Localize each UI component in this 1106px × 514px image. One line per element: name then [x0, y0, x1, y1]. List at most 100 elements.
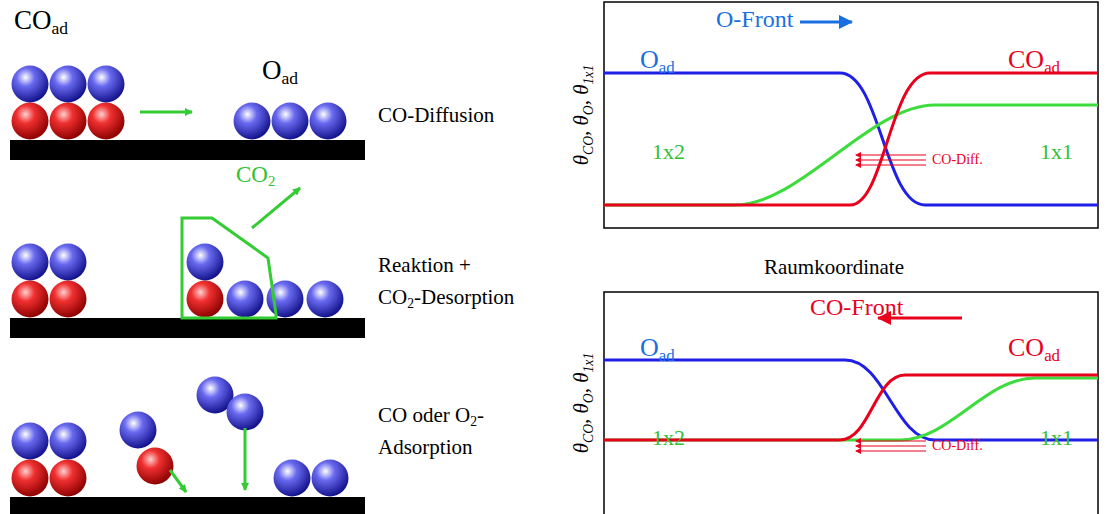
subscript: ad — [282, 68, 299, 88]
plot-frames — [604, 2, 1098, 514]
oxygen-atom — [50, 244, 87, 281]
oxygen-atom — [50, 66, 87, 103]
oxygen-atom — [227, 281, 264, 318]
subscript: 1x1 — [581, 65, 596, 85]
subscript: ad — [1044, 346, 1060, 365]
subscript: O — [581, 393, 596, 403]
label-text: CO — [1008, 45, 1044, 74]
carbon-atom — [12, 281, 49, 318]
label-text: CO-Diffusion — [378, 103, 494, 127]
label-text: O — [262, 55, 282, 85]
coverage-curves — [604, 73, 1098, 440]
phase-label: 1x2 — [652, 426, 685, 450]
carbon-atom — [50, 103, 87, 140]
curve-label: COad — [1008, 334, 1060, 366]
process-label: CO2-Desorption — [378, 286, 514, 311]
label-text: CO-Diff. — [932, 438, 983, 453]
oxygen-atom — [234, 103, 271, 140]
carbon-atom — [50, 281, 87, 318]
label-text: CO-Diff. — [932, 152, 983, 167]
label-text: , θ — [569, 84, 593, 105]
label-text: Reaktion + — [378, 253, 471, 277]
oxygen-atom — [272, 103, 309, 140]
molecules — [12, 66, 349, 497]
species-label: COad — [14, 6, 68, 39]
label-text: O — [640, 45, 659, 74]
subscript: 2 — [470, 414, 477, 429]
process-label: Adsorption — [378, 436, 473, 459]
diffusion-label: CO-Diff. — [932, 152, 983, 167]
process-label: CO-Diffusion — [378, 104, 494, 127]
label-text: , θ — [569, 372, 593, 393]
subscript: O — [581, 105, 596, 115]
label-text: CO — [236, 162, 268, 187]
process-label: CO oder O2- — [378, 404, 484, 429]
green-arrows — [140, 112, 300, 492]
carbon-atom — [137, 448, 174, 485]
label-text: CO-Front — [810, 294, 903, 320]
curve-label: Oad — [640, 334, 675, 366]
species-label: Oad — [262, 56, 298, 89]
carbon-atom — [12, 460, 49, 497]
label-text: Adsorption — [378, 435, 473, 459]
label-text: Raumkoordinate — [764, 255, 904, 279]
subscript: ad — [52, 18, 69, 38]
oxygen-atom — [274, 460, 311, 497]
product-label: CO2 — [236, 162, 275, 190]
phase-label: 1x2 — [652, 140, 685, 164]
subscript: CO — [581, 424, 596, 443]
oxygen-atom — [310, 103, 347, 140]
label-text: O-Front — [716, 6, 793, 32]
label-text: -Desorption — [414, 285, 514, 309]
label-text: O — [640, 333, 659, 362]
oxygen-atom — [307, 281, 344, 318]
carbon-atom — [187, 281, 224, 318]
carbon-atom — [12, 103, 49, 140]
diffusion-label: CO-Diff. — [932, 438, 983, 453]
oxygen-atom — [187, 244, 224, 281]
axis-label: θCO, θO, θ1x1 — [570, 353, 595, 454]
phase-label: 1x1 — [1040, 140, 1073, 164]
process-label: Reaktion + — [378, 254, 471, 277]
label-text: CO oder O — [378, 403, 470, 427]
oxygen-atom — [120, 412, 157, 449]
subscript: CO — [581, 136, 596, 155]
subscript: ad — [659, 58, 675, 77]
oxygen-atom — [12, 423, 49, 460]
curve-label: COad — [1008, 46, 1060, 78]
label-text: 1x2 — [652, 425, 685, 450]
label-text: CO — [1008, 333, 1044, 362]
label-text: 1x1 — [1040, 139, 1073, 164]
label-text: 1x1 — [1040, 425, 1073, 450]
surface-bars — [10, 140, 365, 514]
label-text: CO — [378, 285, 407, 309]
oxygen-atom — [312, 460, 349, 497]
label-text: , θ — [569, 403, 593, 424]
oxygen-atom — [50, 423, 87, 460]
subscript: 2 — [407, 296, 414, 311]
label-text: 1x2 — [652, 139, 685, 164]
oxygen-atom — [12, 244, 49, 281]
oxygen-atom — [227, 394, 264, 431]
subscript: ad — [659, 346, 675, 365]
phase-label: 1x1 — [1040, 426, 1073, 450]
curve-label: Oad — [640, 46, 675, 78]
carbon-atom — [88, 103, 125, 140]
subscript: 1x1 — [581, 353, 596, 373]
axis-label: θCO, θO, θ1x1 — [570, 65, 595, 166]
label-text: θ — [569, 155, 593, 165]
front-label: O-Front — [716, 6, 793, 32]
oxygen-atom — [12, 66, 49, 103]
label-text: θ — [569, 443, 593, 453]
carbon-atom — [50, 460, 87, 497]
label-text: , θ — [569, 115, 593, 136]
axis-label: Raumkoordinate — [764, 256, 904, 279]
subscript: ad — [1044, 58, 1060, 77]
oxygen-atom — [88, 66, 125, 103]
front-label: CO-Front — [810, 294, 903, 320]
label-text: CO — [14, 5, 52, 35]
label-text: - — [477, 403, 484, 427]
subscript: 2 — [268, 173, 275, 189]
